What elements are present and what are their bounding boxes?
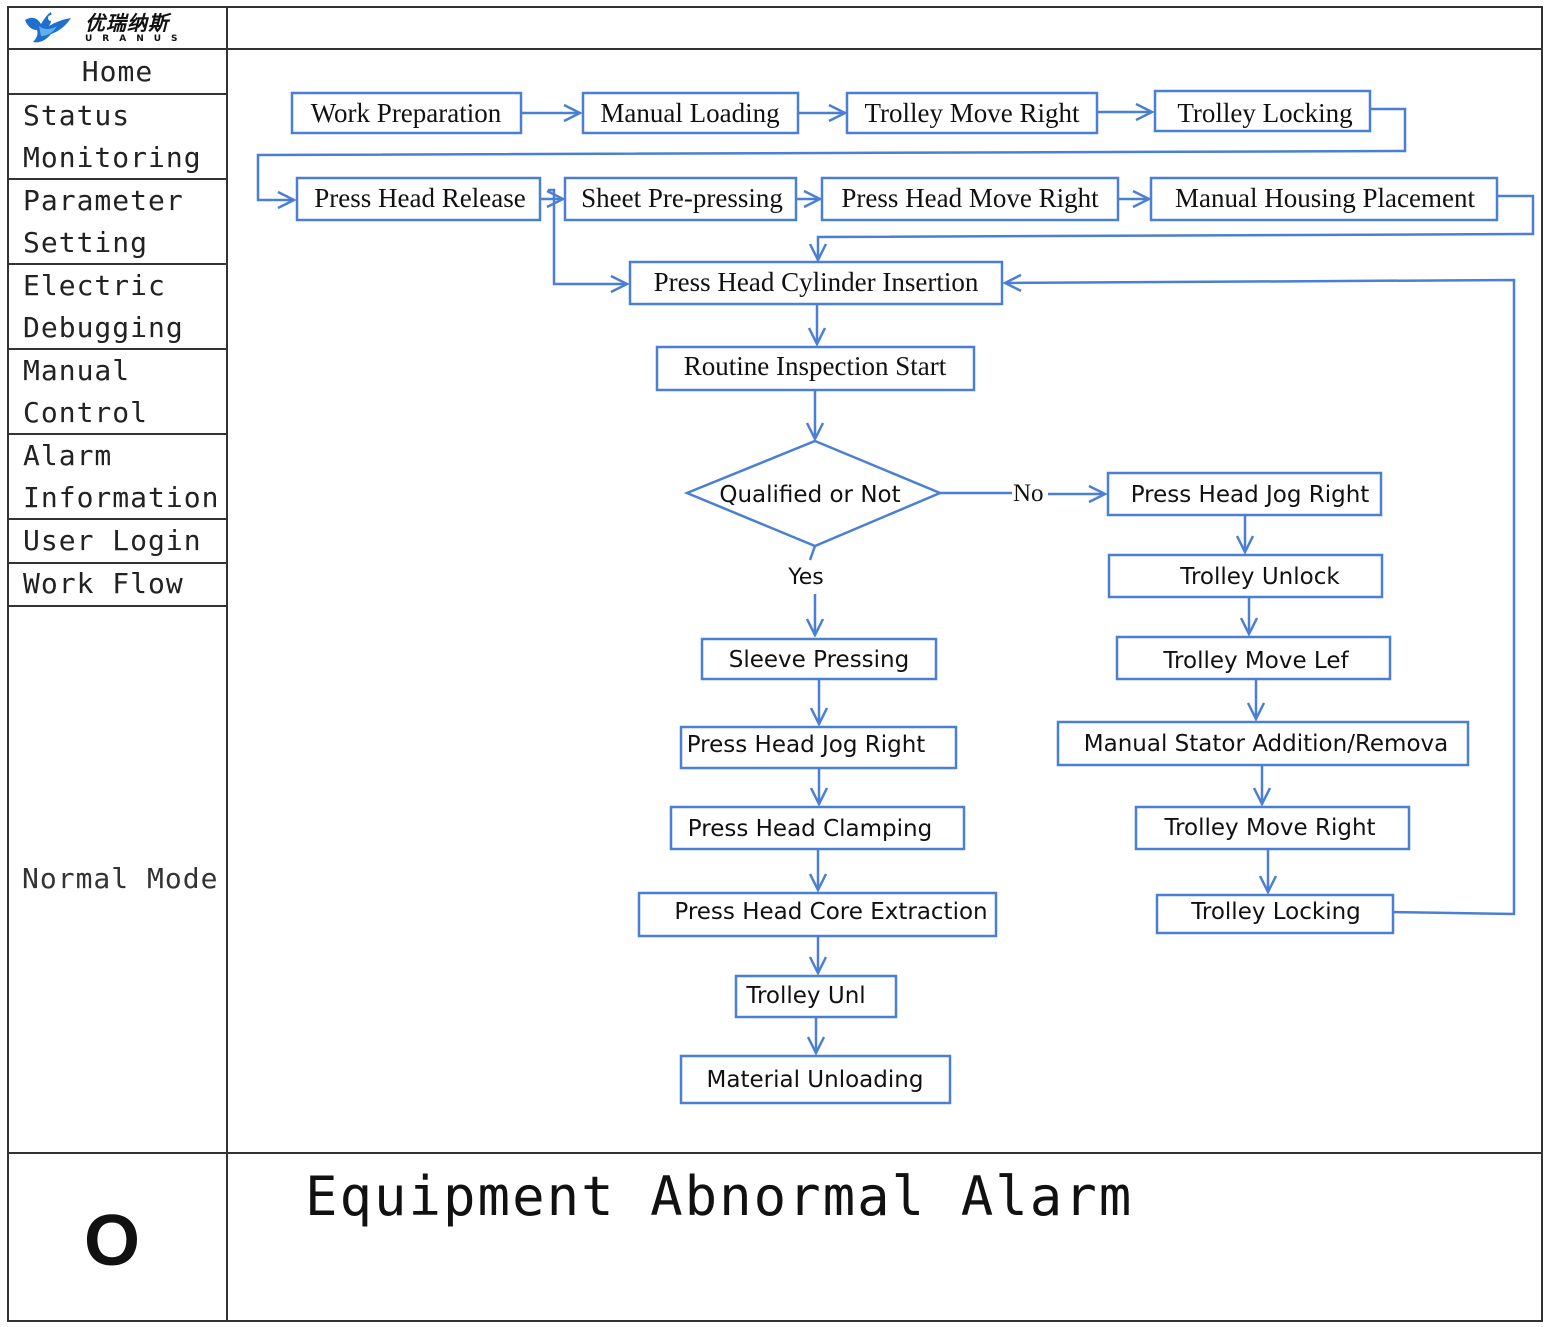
- flow-step: Trolley Move Lef: [1115, 635, 1392, 681]
- uranus-logo-icon: [25, 12, 71, 43]
- flow-step: Press Head Cylinder Insertion: [628, 260, 1004, 306]
- menu-item-status-monitoring[interactable]: Status Monitoring: [9, 95, 226, 179]
- yes-label: Yes: [787, 565, 824, 590]
- flow-step-label: Trolley Unl: [745, 983, 865, 1009]
- menu-item-manual-control[interactable]: Manual Control: [9, 350, 226, 434]
- flow-step-label: Material Unloading: [707, 1067, 924, 1093]
- flow-step: Press Head Jog Right: [679, 725, 958, 770]
- flow-step: Press Head Jog Right: [1106, 471, 1383, 517]
- flow-step-label: Press Head Move Right: [841, 183, 1099, 213]
- flow-step: Trolley Unl: [734, 974, 898, 1019]
- flow-step-label: Trolley Move Right: [1163, 815, 1375, 841]
- flow-step: Manual Loading: [581, 91, 800, 135]
- menu-item-label: Debugging: [23, 311, 184, 344]
- flow-step: Sleeve Pressing: [700, 637, 938, 681]
- flow-step-label: Press Head Cylinder Insertion: [654, 267, 979, 297]
- flow-step-label: Trolley Locking: [1190, 899, 1361, 925]
- flow-step: Trolley Unlock: [1107, 553, 1384, 599]
- menu-item-label: Work Flow: [23, 567, 184, 600]
- flow-step: Work Preparation: [290, 91, 523, 135]
- menu-divider: [7, 263, 227, 265]
- flow-step-label: Press Head Clamping: [688, 816, 932, 842]
- menu-divider: [7, 562, 227, 564]
- flow-connector: [808, 545, 817, 561]
- flow-step-label: Manual Housing Placement: [1175, 183, 1475, 213]
- flow-step-label: Press Head Jog Right: [1131, 482, 1370, 508]
- flow-step: Press Head Clamping: [669, 805, 966, 851]
- brand-name-en: URANUS: [85, 33, 188, 44]
- menu-item-label: Monitoring: [23, 141, 202, 174]
- menu-divider: [7, 433, 227, 435]
- brand-name-cn: 优瑞纳斯: [85, 10, 169, 35]
- menu-item-label: Status: [23, 99, 131, 132]
- flow-step-label: Press Head Release: [314, 183, 525, 213]
- menu-item-alarm-information[interactable]: Alarm Information: [9, 435, 226, 519]
- flow-step: Trolley Move Right: [845, 91, 1099, 135]
- flow-step-label: Routine Inspection Start: [684, 351, 947, 381]
- menu-item-label: Electric: [23, 269, 166, 302]
- flow-step: Manual Housing Placement: [1149, 176, 1499, 222]
- sidebar-divider: [226, 6, 228, 1322]
- flow-step-label: Trolley Locking: [1177, 98, 1352, 128]
- alarm-message: Equipment Abnormal Alarm: [305, 1165, 1134, 1228]
- header-divider: [7, 48, 1543, 50]
- flow-step: Trolley Locking: [1155, 893, 1395, 935]
- menu-item-label: Home: [81, 55, 154, 88]
- no-label: No: [1013, 480, 1044, 507]
- flow-arrow: [256, 107, 1407, 200]
- flow-arrow: [548, 188, 627, 284]
- flow-step-label: Manual Stator Addition/Remova: [1084, 731, 1448, 757]
- flow-step: Material Unloading: [679, 1054, 952, 1105]
- flow-step: Press Head Core Extraction: [637, 891, 998, 938]
- menu-divider: [7, 178, 227, 180]
- menu-item-work-flow[interactable]: Work Flow: [9, 563, 226, 605]
- menu-divider: [7, 348, 227, 350]
- flow-step-label: Work Preparation: [311, 98, 502, 128]
- menu-item-electric-debugging[interactable]: Electric Debugging: [9, 265, 226, 349]
- flow-step-label: Trolley Move Right: [864, 98, 1080, 128]
- menu-item-label: Setting: [23, 226, 149, 259]
- flow-step-label: Press Head Core Extraction: [674, 899, 987, 925]
- menu-item-label: User Login: [23, 524, 202, 557]
- flow-step: Press Head Release: [295, 176, 542, 222]
- menu-item-home[interactable]: Home: [9, 51, 226, 93]
- flow-step: Press Head Move Right: [820, 176, 1120, 222]
- screen-frame: [7, 6, 1543, 1322]
- menu-item-label: Manual: [23, 354, 131, 387]
- flow-step: Trolley Locking: [1153, 89, 1372, 133]
- menu-item-parameter-setting[interactable]: Parameter Setting: [9, 180, 226, 264]
- flow-arrow: [818, 194, 1535, 260]
- decision-node: Qualified or Not: [683, 439, 944, 548]
- status-indicator: O: [84, 1201, 141, 1281]
- flow-step-label: Trolley Unlock: [1179, 564, 1340, 590]
- menu-item-label: Alarm: [23, 439, 113, 472]
- flow-step-label: Manual Loading: [600, 98, 779, 128]
- flow-step-label: Sleeve Pressing: [729, 647, 909, 673]
- flow-step: Manual Stator Addition/Remova: [1056, 720, 1470, 767]
- flow-step: Sheet Pre-pressing: [563, 176, 798, 222]
- brand-logo: 优瑞纳斯 URANUS: [9, 8, 226, 48]
- menu-item-label: Information: [23, 481, 220, 514]
- flow-step: Trolley Move Right: [1134, 805, 1411, 851]
- decision-label: Qualified or Not: [719, 482, 900, 508]
- flow-step-label: Trolley Move Lef: [1162, 648, 1349, 674]
- menu-item-label: Control: [23, 396, 149, 429]
- flow-step-label: Press Head Jog Right: [687, 732, 926, 758]
- footer-divider: [7, 1152, 1543, 1154]
- menu-item-label: Parameter: [23, 184, 184, 217]
- flow-step-label: Sheet Pre-pressing: [581, 183, 783, 213]
- menu-divider: [7, 518, 227, 520]
- menu-divider: [7, 605, 227, 607]
- mode-indicator: Normal Mode: [22, 862, 219, 895]
- flow-step: Routine Inspection Start: [655, 345, 976, 392]
- flow-arrow: [1005, 280, 1516, 916]
- menu-divider: [7, 93, 227, 95]
- menu-item-user-login[interactable]: User Login: [9, 520, 226, 562]
